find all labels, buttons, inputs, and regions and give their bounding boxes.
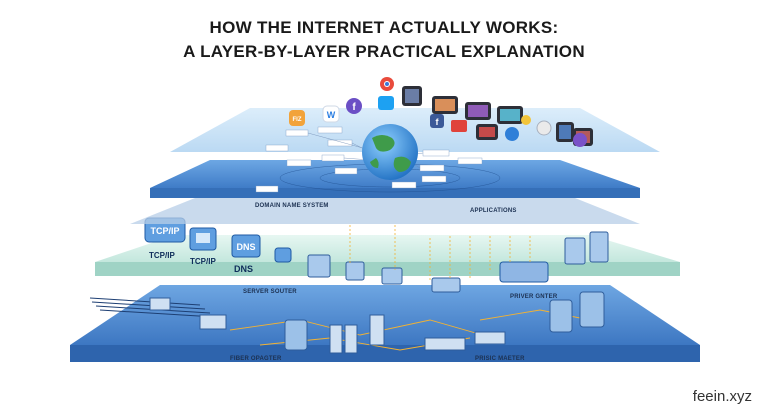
transition-layer [130, 196, 640, 224]
app-icon-tablet-2 [432, 96, 458, 114]
app-icons: FIZ W f f [289, 77, 593, 147]
svg-text:f: f [436, 117, 440, 127]
top-label-left: DOMAIN NAME SYSTEM [255, 203, 329, 209]
svg-text:W: W [327, 110, 336, 120]
title-line-1: HOW THE INTERNET ACTUALLY WORKS: [209, 18, 559, 37]
app-icon-yellow [521, 115, 531, 125]
app-icon-tablet-5 [497, 106, 523, 124]
twitter-icon [378, 96, 394, 110]
bottom-label-right: PRISIC MAETER [475, 356, 525, 362]
protocol-label-tcp-ip-2: TCP/IP [190, 257, 216, 266]
server-rack [149, 291, 605, 354]
dotted-connectors [349, 225, 531, 280]
tcp-ip-screen-icon [189, 227, 217, 251]
bottom-label-left: FIBER OPAGTER [230, 356, 282, 362]
svg-text:f: f [352, 102, 356, 113]
protocol-label-tcp-ip: TCP/IP [149, 251, 175, 260]
middle-label-left: SERVER SOUTER [243, 289, 297, 295]
svg-text:FIZ: FIZ [293, 117, 302, 123]
svg-text:TCP/IP: TCP/IP [150, 226, 179, 236]
network-layer: TCP/IP TCP/IP TCP/IP DNS DNS [95, 217, 680, 300]
physical-layer: FIBER OPAGTER PRISIC MAETER [70, 285, 700, 362]
app-icon-tablet-3 [465, 102, 491, 120]
app-icon-tablet-1 [402, 86, 422, 106]
middle-label-right: PRIVER GNTER [510, 294, 558, 300]
title-line-2: A LAYER-BY-LAYER PRACTICAL EXPLANATION [183, 42, 585, 61]
facebook-icon: f [346, 98, 362, 114]
facebook-icon-2: f [430, 114, 444, 128]
app-icon-red [451, 120, 467, 132]
app-icon-w: W [322, 105, 340, 123]
top-label-right: APPLICATIONS [470, 208, 517, 214]
globe-icon [362, 124, 418, 180]
app-icon-blue-round [505, 127, 519, 141]
app-icon-purple [573, 133, 587, 147]
svg-text:DNS: DNS [236, 242, 255, 252]
fiber-cables [89, 297, 216, 318]
protocol-label-dns: DNS [234, 264, 253, 274]
app-icon-tablet-4 [476, 124, 498, 140]
chrome-icon [380, 77, 394, 91]
app-icon-orange: FIZ [289, 110, 305, 126]
app-icon-round-2 [536, 120, 552, 136]
brand-watermark: feein.xyz [692, 388, 752, 405]
app-icon-tablet-6 [556, 122, 574, 142]
dns-icon: DNS [231, 234, 261, 258]
network-nodes [274, 231, 609, 293]
